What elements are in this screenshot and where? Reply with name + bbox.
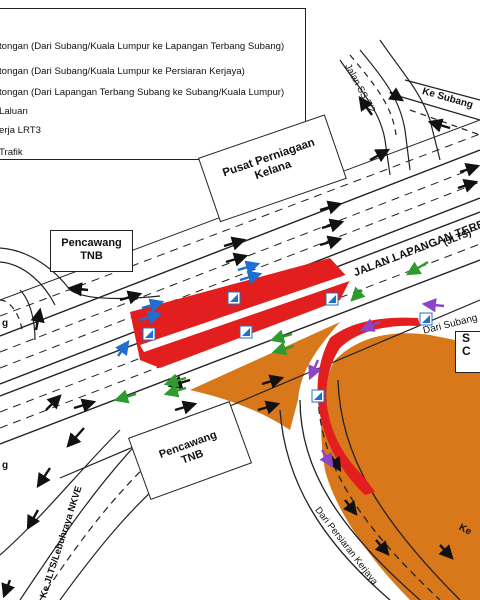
legend-item-traffic: Trafik (0, 147, 23, 158)
road-label-left-fragment: g (2, 318, 9, 329)
construction-wedge (190, 322, 340, 430)
legend-item-lrt3: erja LRT3 (0, 125, 41, 136)
legend-item-purple: tongan (Dari Lapangan Terbang Subang ke … (0, 87, 285, 98)
construction-area (321, 333, 480, 600)
legend-item-blue: tongan (Dari Subang/Kuala Lumpur ke Lapa… (0, 41, 285, 52)
traffic-arrows-black (1, 87, 480, 599)
road-label-left-fragment-2: g (2, 460, 9, 471)
traffic-arrows-blue (115, 260, 263, 357)
legend-item-route: Laluan (0, 106, 28, 117)
work-zone-divider (140, 270, 364, 352)
station-markers (142, 291, 433, 403)
tnb-top-label: Pencawang TNB (50, 230, 133, 272)
legend-item-green: tongan (Dari Subang/Kuala Lumpur ke Pers… (0, 66, 245, 77)
traffic-arrows-purple (308, 298, 445, 469)
station-label-c: C (462, 344, 471, 358)
station-label: S C (455, 331, 480, 373)
legend: tongan (Dari Subang/Kuala Lumpur ke Lapa… (0, 8, 306, 160)
traffic-arrows-green (113, 260, 429, 404)
station-label-s: S (462, 331, 471, 345)
road-ss72 (339, 39, 480, 176)
